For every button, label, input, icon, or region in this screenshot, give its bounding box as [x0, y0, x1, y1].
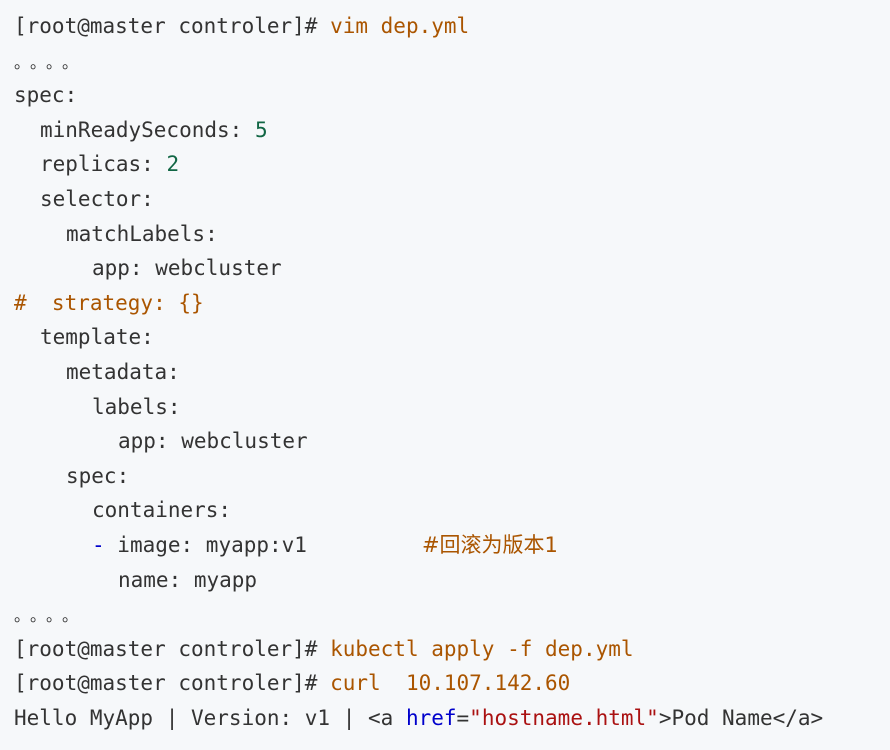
yaml-key: replicas: — [40, 152, 154, 177]
code-line-containers: containers: — [14, 493, 890, 528]
code-line-template-spec: spec: — [14, 459, 890, 494]
code-line-strategy-comment: # strategy: {} — [14, 286, 890, 321]
code-line-spec: spec: — [14, 78, 890, 113]
code-line-minreadyseconds: minReadySeconds: 5 — [14, 113, 890, 148]
code-line-template: template: — [14, 320, 890, 355]
shell-prompt: [root@master controler]# — [14, 14, 318, 38]
yaml-key: template: — [40, 325, 154, 350]
yaml-key: name: myapp — [118, 567, 258, 592]
yaml-key: image: myapp:v1 — [104, 532, 307, 557]
yaml-comment: #回滚为版本1 — [421, 532, 558, 557]
yaml-number: 2 — [153, 152, 180, 177]
shell-prompt: [root@master controler]# — [14, 636, 318, 661]
code-line-replicas: replicas: 2 — [14, 147, 890, 182]
shell-command: kubectl apply -f dep.yml — [317, 636, 634, 661]
code-line-template-app: app: webcluster — [14, 424, 890, 459]
yaml-key: spec: — [14, 83, 78, 108]
code-line-ellipsis-2: 。。。。 — [14, 597, 890, 632]
code-line-curl: [root@master controler]# curl 10.107.142… — [14, 666, 890, 701]
yaml-key: labels: — [92, 394, 181, 419]
yaml-list-dash: - — [92, 532, 105, 557]
yaml-comment: # strategy: {} — [14, 290, 204, 315]
output-text-end: >Pod Name</a> — [658, 705, 824, 730]
yaml-number: 5 — [242, 117, 268, 142]
ellipsis-text: 。。。。 — [14, 52, 87, 72]
code-line-ellipsis: 。。。。 — [14, 44, 890, 79]
ellipsis-text: 。。。。 — [14, 606, 87, 626]
code-line-kubectl-apply: [root@master controler]# kubectl apply -… — [14, 632, 890, 667]
code-line-matchlabels: matchLabels: — [14, 217, 890, 252]
code-line-vim-command: [root@master controler]# vim dep.yml — [14, 9, 890, 44]
code-line-container-name: name: myapp — [14, 563, 890, 598]
shell-prompt: [root@master controler]# — [14, 671, 318, 696]
yaml-key: minReadySeconds: — [40, 117, 243, 142]
html-attribute: href — [405, 705, 457, 730]
yaml-key: spec: — [66, 463, 130, 488]
code-line-metadata: metadata: — [14, 355, 890, 390]
yaml-key: metadata: — [66, 359, 180, 384]
shell-command: curl 10.107.142.60 — [317, 671, 571, 696]
html-string: "hostname.html" — [469, 705, 659, 730]
shell-command: vim dep.yml — [317, 14, 470, 38]
code-line-curl-output: Hello MyApp | Version: v1 | <a href="hos… — [14, 701, 890, 736]
code-line-selector: selector: — [14, 182, 890, 217]
output-text: Hello MyApp | Version: v1 | <a — [14, 705, 406, 730]
yaml-key: app: webcluster — [118, 429, 308, 454]
code-line-labels: labels: — [14, 390, 890, 425]
yaml-key: selector: — [40, 186, 154, 211]
output-equals: = — [456, 705, 470, 730]
yaml-key: matchLabels: — [66, 221, 218, 246]
code-line-selector-app: app: webcluster — [14, 251, 890, 286]
code-line-image: - image: myapp:v1 #回滚为版本1 — [14, 528, 890, 563]
yaml-key: containers: — [92, 498, 232, 523]
yaml-key: app: webcluster — [92, 256, 282, 281]
